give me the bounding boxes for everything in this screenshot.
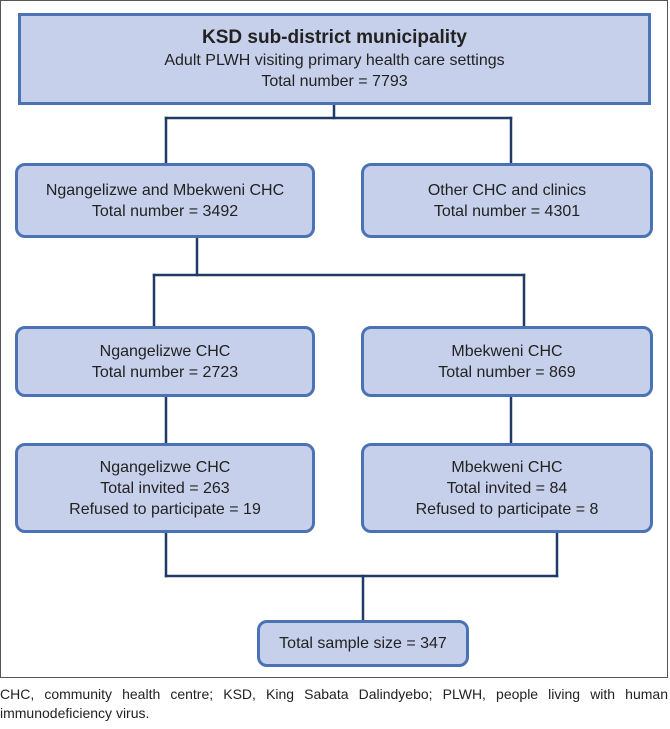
- node-ksd-title: KSD sub-district municipality: [202, 27, 467, 48]
- node-ngangelizwe-name: Ngangelizwe CHC: [99, 342, 231, 360]
- node-combined-chc: Ngangelizwe and Mbekweni CHC Total numbe…: [15, 163, 315, 238]
- node-ksd-subtitle: Adult PLWH visiting primary health care …: [164, 52, 505, 69]
- flowchart-connectors: [152, 102, 559, 623]
- node-combined-total: Total number = 3492: [91, 202, 239, 220]
- node-other-clinics: Other CHC and clinics Total number = 430…: [361, 163, 653, 238]
- figure-caption: CHC, community health centre; KSD, King …: [0, 686, 668, 721]
- figure-frame: [0, 0, 668, 678]
- node-combined-name: Ngangelizwe and Mbekweni CHC: [45, 181, 285, 199]
- node-mbekweni-name: Mbekweni CHC: [451, 342, 563, 360]
- node-ngangelizwe-invited-count: Total invited = 263: [100, 479, 230, 497]
- node-total-sample: Total sample size = 347: [257, 620, 469, 667]
- node-other-name: Other CHC and clinics: [427, 181, 587, 199]
- node-mbekweni-refused: Refused to participate = 8: [415, 500, 599, 518]
- node-mbekweni-invited-count: Total invited = 84: [446, 479, 568, 497]
- node-total-sample-label: Total sample size = 347: [279, 635, 447, 652]
- node-ngangelizwe-total: Ngangelizwe CHC Total number = 2723: [15, 326, 315, 397]
- node-ngangelizwe-invited: Ngangelizwe CHC Total invited = 263 Refu…: [15, 443, 315, 533]
- node-other-total: Total number = 4301: [433, 202, 581, 220]
- node-ksd-total: Total number = 7793: [261, 73, 408, 90]
- node-mbekweni-invited: Mbekweni CHC Total invited = 84 Refused …: [361, 443, 653, 533]
- node-mbekweni-total: Mbekweni CHC Total number = 869: [361, 326, 653, 397]
- node-mbekweni-count: Total number = 869: [438, 363, 576, 381]
- node-ksd-municipality: KSD sub-district municipality Adult PLWH…: [18, 13, 651, 105]
- node-ngangelizwe-invited-name: Ngangelizwe CHC: [99, 458, 231, 476]
- node-ngangelizwe-count: Total number = 2723: [91, 363, 239, 381]
- node-mbekweni-invited-name: Mbekweni CHC: [451, 458, 563, 476]
- node-ngangelizwe-refused: Refused to participate = 19: [69, 500, 261, 518]
